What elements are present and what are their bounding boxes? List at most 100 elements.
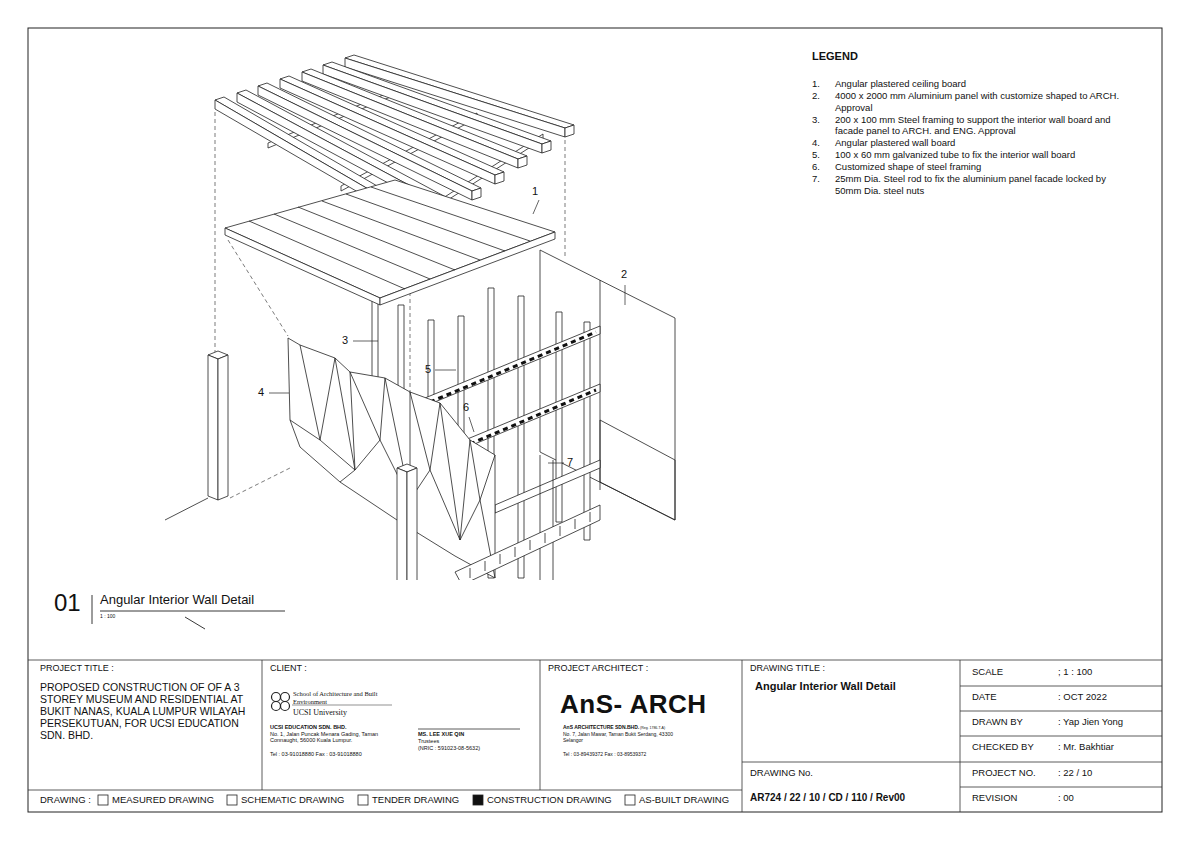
projection-line xyxy=(230,468,290,498)
legend-number: 4. xyxy=(812,137,820,149)
field-value: : Mr. Bakhtiar xyxy=(1058,742,1114,753)
field-heading: REVISION xyxy=(972,793,1017,804)
field-heading: CHECKED BY xyxy=(972,742,1034,753)
callout-number: 6 xyxy=(463,401,469,414)
field-heading: PROJECT ARCHITECT : xyxy=(548,663,648,673)
drawing-type: CONSTRUCTION DRAWING xyxy=(487,795,612,806)
floor-slab xyxy=(545,533,546,543)
ceiling-board xyxy=(380,232,555,305)
client-address: No. 1, Jalan Puncak Menara Gading, Taman… xyxy=(270,731,380,744)
legend-item: 200 x 100 mm Steel framing to support th… xyxy=(835,114,1133,137)
ceiling-joist xyxy=(237,90,457,206)
steel-frame xyxy=(518,296,524,578)
trustee-role: Trustees xyxy=(418,738,439,744)
field-heading: DATE xyxy=(972,692,997,703)
architect-reg: (Reg. 1786-T-A) xyxy=(640,726,665,730)
drawing-type: TENDER DRAWING xyxy=(372,795,459,806)
title-block-grid xyxy=(960,762,1162,763)
ucsi-logo xyxy=(281,693,290,702)
drawing-type: AS-BUILT DRAWING xyxy=(639,795,729,806)
callout-number: 4 xyxy=(258,386,264,399)
legend-number: 1. xyxy=(812,78,820,90)
floor-slab xyxy=(515,547,516,557)
legend-item: Angular plastered ceiling board xyxy=(835,78,1133,90)
field-value: : 00 xyxy=(1058,793,1074,804)
drawing-type: SCHEMATIC DRAWING xyxy=(241,795,344,806)
leader-line xyxy=(435,370,456,371)
floor-slab xyxy=(470,568,471,578)
ucsi-logo xyxy=(272,702,281,711)
leader-line xyxy=(469,417,474,432)
ceiling-joist xyxy=(495,172,504,184)
floor-slab xyxy=(590,512,591,522)
legend-item: Angular plastered wall board xyxy=(835,137,1133,149)
title-block-grid xyxy=(28,660,1162,812)
legend-number: 7. xyxy=(812,173,820,185)
aluminium-panel xyxy=(600,420,675,520)
client-company: UCSI EDUCATION SDN. BHD. xyxy=(270,724,347,730)
field-heading: DRAWING : xyxy=(40,795,91,806)
steel-frame xyxy=(425,326,600,406)
title-marker xyxy=(185,617,205,629)
title-block-grid xyxy=(262,660,263,790)
column xyxy=(218,355,228,500)
leader-line xyxy=(548,463,564,464)
ceiling-board xyxy=(371,187,530,241)
legend-number: 3. xyxy=(812,114,820,126)
title-block-grid xyxy=(742,762,960,763)
floor-slab xyxy=(560,526,561,536)
ceiling-board xyxy=(225,228,380,305)
column xyxy=(208,351,417,580)
field-heading: PROJECT TITLE : xyxy=(40,663,114,673)
angular-wall-board xyxy=(288,338,495,578)
sheet-heading: Angular Interior Wall Detail xyxy=(100,593,254,608)
floor-line xyxy=(165,498,208,520)
drawing-type-checkbox xyxy=(98,795,635,805)
ceiling-joist xyxy=(565,125,574,137)
drawing-type-checkbox xyxy=(98,795,108,805)
drawing-type-checkbox xyxy=(625,795,635,805)
drawing-type-checkbox xyxy=(227,795,237,805)
ucsi-logo xyxy=(281,702,290,711)
leader-line xyxy=(269,200,625,463)
floor-slab xyxy=(455,505,600,580)
ceiling-joist xyxy=(518,156,527,168)
steel-frame xyxy=(540,455,541,580)
steel-frame xyxy=(470,390,596,444)
legend-heading: LEGEND xyxy=(812,50,858,63)
angular-wall-board xyxy=(288,338,495,578)
school-name: School of Architecture and Built Environ… xyxy=(293,690,393,706)
ceiling-board xyxy=(225,180,555,305)
legend-number: 5. xyxy=(812,149,820,161)
callout-number: 3 xyxy=(342,334,348,347)
steel-frame xyxy=(430,332,596,402)
field-value: : Yap Jien Yong xyxy=(1058,717,1123,728)
drawing-type: MEASURED DRAWING xyxy=(112,795,214,806)
title-block-grid xyxy=(960,787,1162,788)
title-marker xyxy=(92,595,93,624)
steel-frame xyxy=(553,460,554,580)
title-block-grid xyxy=(540,660,541,790)
steel-frame xyxy=(465,384,600,448)
architect-phone: Tel : 03-89439372 Fax : 03-89539372 xyxy=(563,752,646,758)
column xyxy=(208,355,218,500)
steel-frame xyxy=(584,322,590,540)
trustee-name: MS. LEE XUE QIN xyxy=(418,731,464,737)
trustee-nric: (NRIC : 591023-08-5632) xyxy=(418,745,480,751)
field-value: : 22 / 10 xyxy=(1058,768,1092,779)
ceiling-board xyxy=(298,207,455,270)
drawing-title: Angular Interior Wall Detail xyxy=(755,680,896,693)
angular-wall-board xyxy=(290,420,495,578)
leader-line xyxy=(269,393,289,394)
floor-slab xyxy=(500,554,501,564)
legend-item: 25mm Dia. Steel rod to fix the aluminium… xyxy=(835,173,1133,196)
floor-slab xyxy=(575,519,576,529)
ceiling-joist xyxy=(472,188,481,200)
projection-line xyxy=(215,112,216,352)
field-heading: SCALE xyxy=(972,667,1003,678)
legend-item: 4000 x 2000 mm Aluminium panel with cust… xyxy=(835,90,1133,113)
ceiling-board xyxy=(346,194,505,251)
ceiling-board xyxy=(249,221,405,289)
architect-company: AnS ARCHITECTURE SDN.BHD. xyxy=(563,725,639,731)
ceiling-board xyxy=(274,214,430,279)
